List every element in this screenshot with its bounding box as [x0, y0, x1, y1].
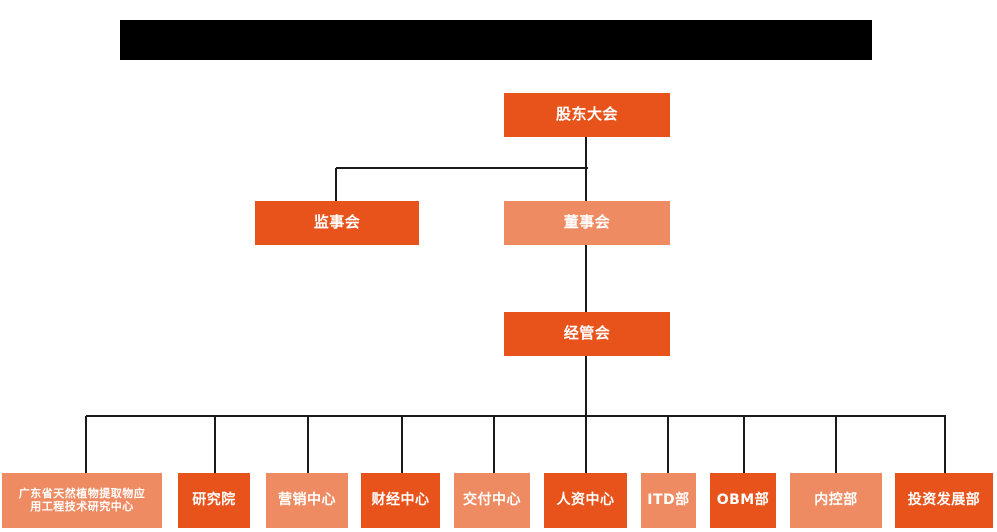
department-node-5[interactable]: 人资中心 — [544, 473, 627, 528]
department-node-2-label: 营销中心 — [278, 492, 336, 509]
node-supervisory-board[interactable]: 监事会 — [255, 201, 419, 245]
node-management-committee[interactable]: 经管会 — [504, 312, 670, 356]
department-node-0-label: 广东省天然植物提取物应 用工程技术研究中心 — [18, 486, 146, 513]
row2-horizontal-bus — [336, 167, 588, 169]
department-node-7[interactable]: OBM部 — [710, 473, 776, 528]
bus-drop-institute — [214, 416, 216, 474]
department-node-0[interactable]: 广东省天然植物提取物应 用工程技术研究中心 — [2, 473, 162, 528]
management-to-dept-bus — [585, 356, 587, 417]
department-node-1[interactable]: 研究院 — [178, 473, 250, 528]
bus-drop-hr — [585, 416, 587, 474]
node-supervisory-board-label: 监事会 — [313, 213, 361, 232]
department-node-8-label: 内控部 — [814, 492, 858, 509]
bus-to-supervisory — [335, 168, 337, 202]
department-node-9-label: 投资发展部 — [907, 492, 981, 509]
shareholders-to-bus — [585, 137, 587, 169]
department-node-3[interactable]: 财经中心 — [361, 473, 440, 528]
bus-to-board — [585, 168, 587, 202]
department-node-1-label: 研究院 — [192, 492, 236, 509]
bus-drop-obm — [743, 416, 745, 474]
board-to-management — [585, 245, 587, 313]
bus-drop-internal-control — [835, 416, 837, 474]
department-node-5-label: 人资中心 — [556, 492, 615, 509]
node-board-of-directors-label: 董事会 — [563, 213, 611, 232]
bus-drop-investment — [944, 416, 946, 474]
bus-drop-research-center — [85, 416, 87, 474]
department-node-6[interactable]: ITD部 — [641, 473, 696, 528]
department-node-2[interactable]: 营销中心 — [266, 473, 348, 528]
bus-drop-delivery — [493, 416, 495, 474]
node-shareholders-meeting-label: 股东大会 — [555, 105, 618, 124]
redacted-title-bar — [120, 20, 872, 60]
bus-drop-finance — [401, 416, 403, 474]
department-node-9[interactable]: 投资发展部 — [895, 473, 993, 528]
node-shareholders-meeting[interactable]: 股东大会 — [504, 93, 670, 137]
department-node-7-label: OBM部 — [716, 492, 770, 509]
bus-drop-itd — [667, 416, 669, 474]
bus-drop-marketing — [307, 416, 309, 474]
department-horizontal-bus — [86, 415, 946, 417]
department-node-6-label: ITD部 — [647, 492, 690, 509]
department-node-4-label: 交付中心 — [463, 492, 521, 509]
department-node-8[interactable]: 内控部 — [790, 473, 882, 528]
node-board-of-directors[interactable]: 董事会 — [504, 201, 670, 245]
department-node-3-label: 财经中心 — [371, 492, 430, 509]
department-node-4[interactable]: 交付中心 — [454, 473, 530, 528]
node-management-committee-label: 经管会 — [563, 324, 611, 343]
